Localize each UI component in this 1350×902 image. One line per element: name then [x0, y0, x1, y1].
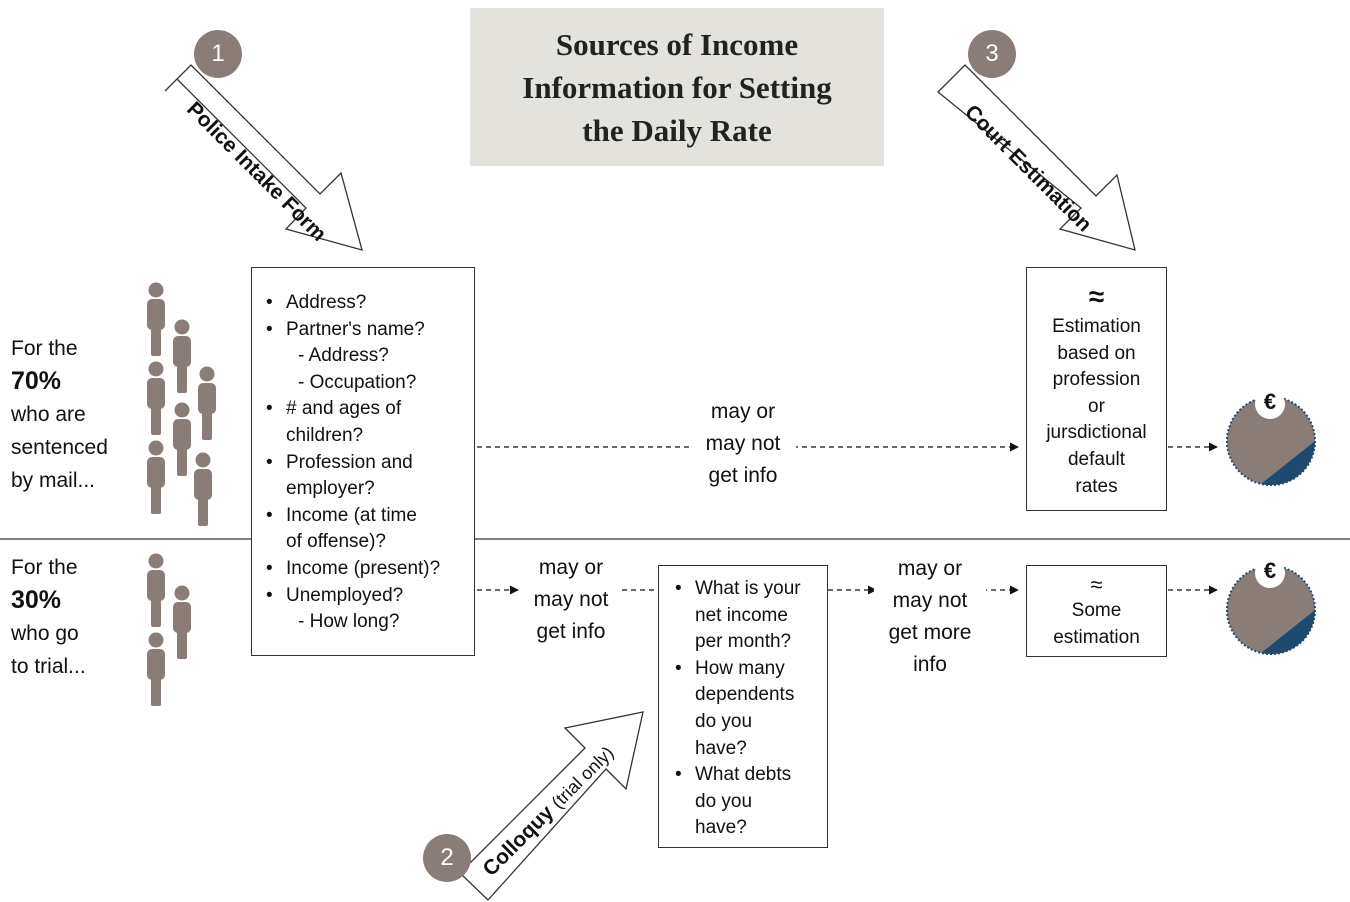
- court-text-line: profession: [1052, 369, 1141, 391]
- question-item: do you: [695, 790, 753, 812]
- question-item: Unemployed?: [266, 583, 474, 610]
- title-line-1: Sources of Income: [555, 26, 799, 62]
- mail-group-label: For the 70% who are sentenced by mail...: [11, 332, 108, 497]
- person-icon: [173, 585, 191, 659]
- some-text-line: Some: [1071, 600, 1122, 621]
- question-item: What is your: [675, 576, 827, 603]
- flow-text-line: get info: [536, 620, 606, 643]
- court-estimation-text: Estimation based on profession or jursdictio…: [1027, 314, 1166, 500]
- person-icon: [173, 402, 191, 476]
- title-line-3: the Daily Rate: [582, 112, 772, 148]
- flow-text-line: may or: [897, 557, 963, 580]
- question-item: net income: [695, 604, 788, 626]
- trial-group-line4: to trial...: [11, 655, 86, 678]
- step-2-badge: 2: [423, 834, 471, 882]
- question-item: of offense)?: [286, 531, 387, 553]
- flow-text-line: info: [913, 653, 947, 676]
- coin-mail: [1226, 389, 1316, 486]
- person-icon: [147, 282, 165, 356]
- mail-group-prefix: For the: [11, 337, 78, 360]
- question-item: Profession and: [266, 450, 474, 477]
- court-text-line: rates: [1075, 475, 1118, 497]
- euro-icon: €: [1263, 558, 1277, 583]
- intake-question-list: Address?Partner's name?- Address? - Occup…: [266, 290, 474, 636]
- police-intake-form-box: Address?Partner's name?- Address? - Occup…: [251, 267, 475, 656]
- title-box: Sources of Income Information for Settin…: [470, 8, 884, 166]
- flow-text-line: may not: [705, 432, 781, 455]
- question-item: children?: [286, 424, 364, 446]
- person-icon: [198, 366, 216, 440]
- sub-question: - Occupation?: [298, 371, 417, 393]
- sub-question: - How long?: [298, 611, 400, 633]
- person-icon: [194, 452, 212, 526]
- court-estimation-arrow: [937, 64, 1136, 251]
- flow-text-line: may not: [892, 589, 968, 612]
- sub-question: - Address?: [298, 345, 389, 367]
- flow-text-line: get more: [888, 621, 972, 644]
- coin-trial: [1226, 558, 1316, 655]
- person-icon: [173, 319, 191, 393]
- mail-group-line5: by mail...: [11, 469, 96, 492]
- question-item: employer?: [286, 478, 375, 500]
- mail-flow-label: may or may not get info: [690, 396, 796, 492]
- trial-group-label: For the 30% who go to trial...: [11, 551, 86, 683]
- person-icon: [147, 632, 165, 706]
- court-text-line: jursdictional: [1046, 422, 1147, 444]
- euro-icon: €: [1263, 389, 1277, 414]
- mail-group-percent: 70%: [11, 367, 62, 395]
- question-item: dependents: [695, 684, 795, 706]
- some-estimation-box: ≈ Some estimation: [1026, 565, 1167, 657]
- question-item: What debts: [675, 762, 827, 789]
- flow-text-line: may or: [538, 556, 604, 579]
- person-icon: [147, 440, 165, 514]
- trial-group-line3: who go: [11, 622, 79, 645]
- some-estimation-text: Some estimation: [1027, 598, 1166, 651]
- question-item: # and ages of: [266, 396, 474, 423]
- approx-symbol: ≈: [1088, 281, 1105, 312]
- question-item: How many: [675, 656, 827, 683]
- some-text-line: estimation: [1053, 626, 1140, 648]
- mail-group-line4: sentenced: [11, 436, 108, 459]
- trial-group-prefix: For the: [11, 556, 78, 579]
- flow-text-line: get info: [708, 464, 778, 487]
- question-item: per month?: [695, 631, 792, 653]
- trial-group-percent: 30%: [11, 586, 62, 614]
- question-item: Income (at time: [266, 503, 474, 530]
- trial-flow-label-1: may or may not get info: [520, 552, 622, 648]
- question-item: Income (present)?: [266, 556, 474, 583]
- approx-symbol-small: ≈: [1090, 572, 1103, 597]
- colloquy-arrow: [459, 711, 644, 901]
- mail-group-line3: who are: [11, 403, 86, 426]
- title-line-2: Information for Setting: [522, 69, 832, 105]
- question-item: do you: [695, 710, 753, 732]
- court-text-line: Estimation: [1052, 316, 1141, 337]
- person-icon: [147, 553, 165, 627]
- step-1-badge: 1: [194, 30, 242, 78]
- person-icon: [147, 361, 165, 435]
- trial-group-people: [147, 553, 191, 706]
- flow-text-line: may not: [533, 588, 609, 611]
- question-item: Partner's name?: [266, 317, 474, 344]
- trial-flow-label-2: may or may not get more info: [874, 553, 986, 681]
- court-text-line: based on: [1057, 342, 1136, 364]
- court-text-line: default: [1067, 448, 1126, 470]
- court-estimation-box: ≈ Estimation based on profession or jursdict…: [1026, 267, 1167, 511]
- question-item: have?: [695, 737, 747, 759]
- question-item: Address?: [266, 290, 474, 317]
- flow-text-line: may or: [710, 400, 776, 423]
- police-intake-arrow: [164, 64, 363, 251]
- court-text-line: or: [1088, 395, 1105, 417]
- mail-group-people: [147, 282, 216, 526]
- question-item: have?: [695, 817, 747, 839]
- step-3-badge: 3: [968, 30, 1016, 78]
